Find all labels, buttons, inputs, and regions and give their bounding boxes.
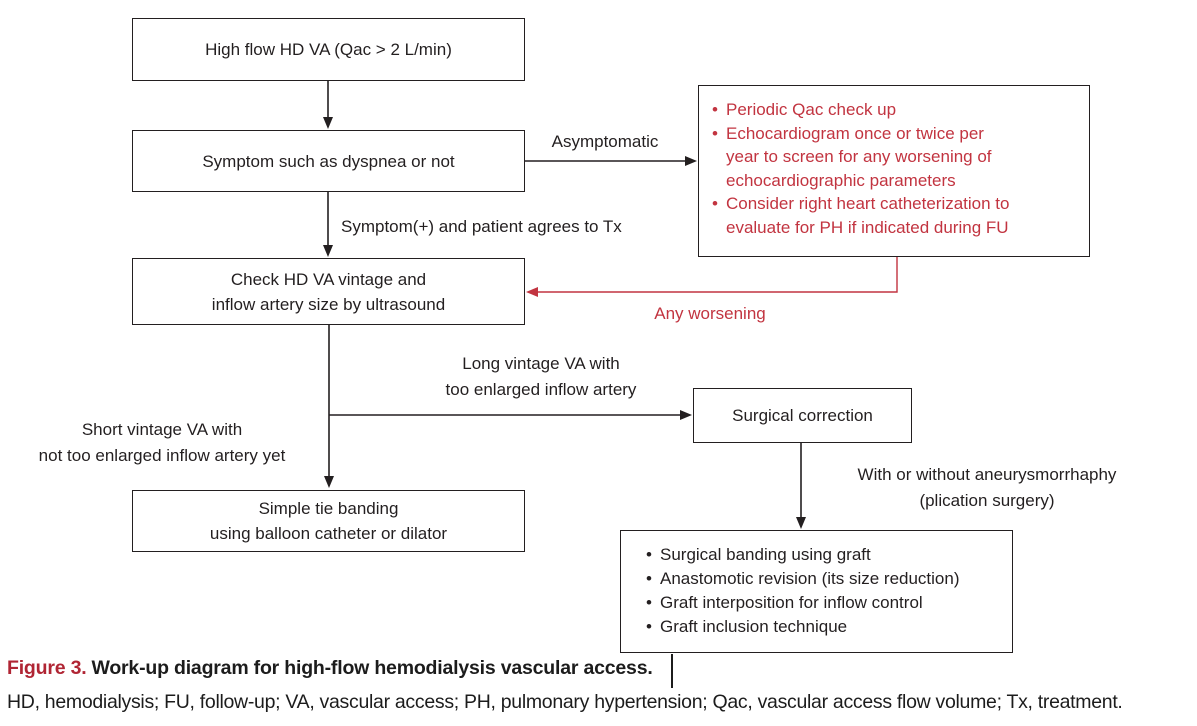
figure-abbreviations: HD, hemodialysis; FU, follow-up; VA, vas… — [7, 691, 1123, 713]
box-check-vintage-line2: inflow artery size by ultrasound — [211, 294, 446, 314]
box-check-vintage-line1: Check HD VA vintage and — [230, 269, 427, 289]
label-aneurysmorrhaphy: With or without aneurysmorrhaphy (plicat… — [831, 462, 1143, 514]
surveillance-line: echocardiographic parameters — [726, 170, 956, 190]
label-short-vintage-line1: Short vintage VA with — [81, 420, 243, 439]
text-cursor — [671, 654, 673, 688]
label-short-vintage-line2: not too enlarged inflow artery yet — [38, 446, 286, 465]
surveillance-item: Echocardiogram once or twice per year to… — [711, 122, 1081, 193]
surveillance-item: Consider right heart catheterization to … — [711, 192, 1081, 239]
figure-caption: Figure 3.Work-up diagram for high-flow h… — [7, 657, 653, 680]
box-symptom: Symptom such as dyspnea or not — [132, 130, 525, 192]
label-asymptomatic: Asymptomatic — [551, 132, 659, 151]
box-surgical-correction: Surgical correction — [693, 388, 912, 443]
label-aneurysmorrhaphy-line1: With or without aneurysmorrhaphy — [857, 465, 1117, 484]
surveillance-line: year to screen for any worsening of — [726, 147, 992, 166]
surgical-option: Graft interposition for inflow control — [645, 591, 1004, 615]
box-high-flow-text: High flow HD VA (Qac > 2 L/min) — [205, 40, 452, 59]
surveillance-line: evaluate for PH if indicated during FU — [726, 217, 1009, 237]
arrow-worsening-to-check — [526, 257, 898, 297]
label-any-worsening: Any worsening — [654, 304, 766, 323]
box-simple-tie-line1: Simple tie banding — [258, 499, 399, 518]
label-aneurysmorrhaphy-line2: (plication surgery) — [919, 491, 1055, 510]
box-simple-tie-banding: Simple tie banding using balloon cathete… — [132, 490, 525, 552]
surgical-option: Anastomotic revision (its size reduction… — [645, 567, 1004, 591]
surveillance-item: Periodic Qac check up — [711, 98, 1081, 122]
box-check-vintage: Check HD VA vintage and inflow artery si… — [132, 258, 525, 325]
surgical-option: Graft inclusion technique — [645, 615, 1004, 639]
label-long-vintage: Long vintage VA with too enlarged inflow… — [391, 351, 691, 403]
figure-number-label: Figure 3. — [7, 657, 87, 679]
surveillance-line: Consider right heart catheterization to — [726, 194, 1010, 213]
box-simple-tie-line2: using balloon catheter or dilator — [209, 524, 448, 543]
label-long-vintage-line2: too enlarged inflow artery — [445, 380, 637, 399]
box-surveillance: Periodic Qac check up Echocardiogram onc… — [698, 85, 1090, 257]
label-symptom-positive: Symptom(+) and patient agrees to Tx — [341, 217, 622, 236]
box-high-flow: High flow HD VA (Qac > 2 L/min) — [132, 18, 525, 81]
box-symptom-text: Symptom such as dyspnea or not — [202, 151, 455, 171]
surveillance-line: Echocardiogram once or twice per — [726, 123, 984, 143]
surveillance-line: Periodic Qac check up — [726, 100, 897, 119]
box-surgical-correction-text: Surgical correction — [732, 406, 873, 425]
label-short-vintage: Short vintage VA with not too enlarged i… — [11, 417, 313, 469]
surgical-option: Surgical banding using graft — [645, 543, 1004, 567]
figure-title: Work-up diagram for high-flow hemodialys… — [91, 657, 653, 679]
label-long-vintage-line1: Long vintage VA with — [462, 354, 620, 373]
box-surgical-options: Surgical banding using graft Anastomotic… — [620, 530, 1013, 653]
